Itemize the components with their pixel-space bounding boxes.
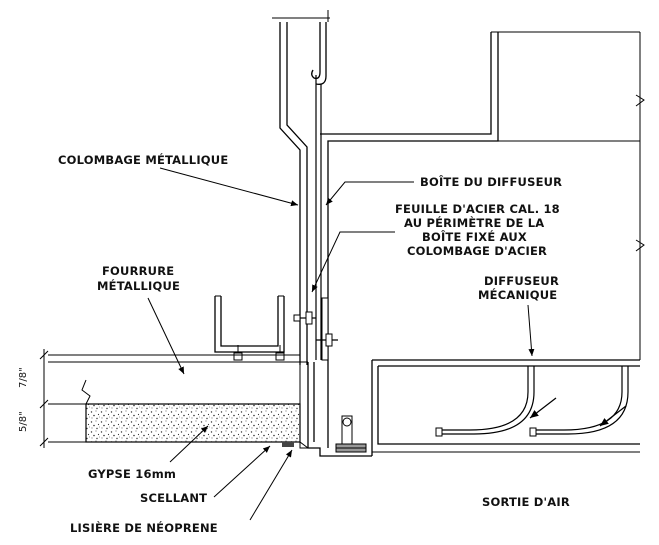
dim-lower: 5/8" xyxy=(18,411,29,432)
dim-upper: 7/8" xyxy=(18,367,29,388)
label-mech-diffuser-1: DIFFUSEUR xyxy=(484,274,559,288)
steel-sheet-plate xyxy=(293,297,338,361)
label-neoprene: LISIÈRE DE NÉOPRENE xyxy=(70,520,218,535)
label-steel-sheet-1: FEUILLE D'ACIER CAL. 18 xyxy=(395,202,560,216)
diffuser-box xyxy=(320,31,645,448)
mechanical-diffuser xyxy=(371,359,640,456)
steel-clip xyxy=(311,22,327,360)
label-gypsum: GYPSE 16mm xyxy=(88,467,176,481)
ceiling-layers xyxy=(48,354,308,443)
label-steel-sheet-4: COLOMBAGE D'ACIER xyxy=(407,244,547,258)
label-sealant: SCELLANT xyxy=(140,491,207,505)
leader-lines xyxy=(147,167,535,521)
label-mech-diffuser-2: MÉCANIQUE xyxy=(478,287,557,302)
label-steel-sheet-2: AU PÉRIMÈTRE DE LA xyxy=(404,215,544,230)
metal-stud xyxy=(272,10,330,365)
metal-furring xyxy=(214,295,285,361)
label-furring-2: MÉTALLIQUE xyxy=(97,278,180,293)
label-air-outlet: SORTIE D'AIR xyxy=(482,495,570,509)
dimension-lines: 7/8" 5/8" xyxy=(18,349,49,448)
label-metal-stud: COLOMBAGE MÉTALLIQUE xyxy=(58,152,228,167)
edge-trim xyxy=(280,362,372,457)
label-steel-sheet-3: BOÎTE FIXÉ AUX xyxy=(422,229,527,244)
label-furring-1: FOURRURE xyxy=(102,264,174,278)
label-diffuser-box: BOÎTE DU DIFFUSEUR xyxy=(420,174,562,189)
diffuser-clip xyxy=(335,415,367,453)
labels: COLOMBAGE MÉTALLIQUE BOÎTE DU DIFFUSEUR … xyxy=(58,152,570,535)
